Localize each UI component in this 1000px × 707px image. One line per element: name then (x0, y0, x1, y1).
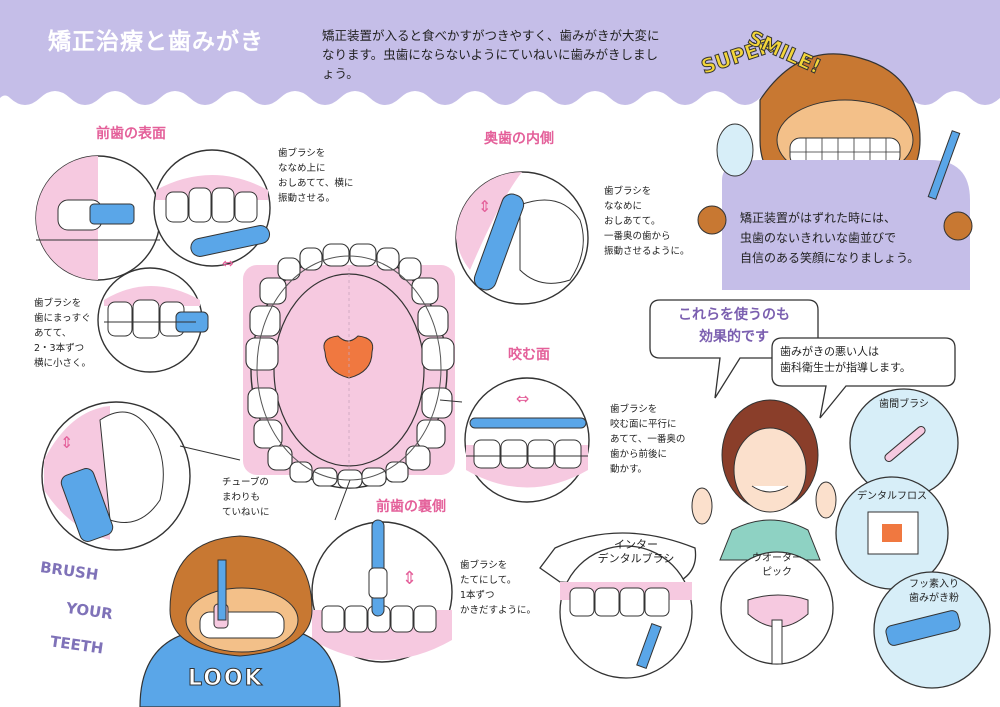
note-front-outer-2: 歯ブラシを 歯にまっすぐ あてて、 2・3本ずつ 横に小さく。 (34, 298, 92, 369)
gorilla-message: 矯正装置がはずれた時には、 虫歯のないきれいな歯並びで 自信のある笑顔になりまし… (740, 211, 920, 265)
tool-illustrations (559, 388, 991, 689)
dental-arch (243, 243, 455, 489)
woman-illustration (691, 399, 837, 561)
shirt-text: LOOK (188, 666, 264, 692)
note-front-outer-3: チューブの まわりも ていねいに (222, 477, 270, 518)
svg-text:⇕: ⇕ (402, 568, 417, 589)
tools-main-bubble: これらを使うのも 効果的です (678, 307, 790, 345)
heading-chewing: 咬む面 (508, 347, 550, 363)
tool-label-fluoride-paste: フッ素入り 歯みがき粉 (909, 579, 959, 604)
tool-label-inter-dental-brush: インター デンタルブラシ (597, 538, 675, 565)
gorilla-top-illustration (697, 53, 973, 290)
note-back-inner: 歯ブラシを ななめに おしあてて。 一番奥の歯から 振動させるように。 (604, 186, 690, 257)
main-bubble-shape (649, 299, 819, 399)
front-outer-illustrations: ⇔ ⇕ (35, 149, 271, 551)
heading-back-inner: 奥歯の内側 (484, 131, 554, 147)
sub-bubble-shape (771, 337, 956, 419)
heading-front-outer: 前歯の表面 (96, 126, 166, 142)
page-title: 矯正治療と歯みがき (48, 29, 264, 55)
svg-text:⇕: ⇕ (478, 197, 491, 216)
svg-text:⇕: ⇕ (60, 433, 73, 452)
svg-text:⇔: ⇔ (516, 389, 529, 408)
tools-sub-bubble: 歯みがきの悪い人は 歯科衛生士が指導します。 (780, 345, 911, 374)
chewing-surface-illustration: ⇔ (464, 377, 590, 503)
gorilla-bottom-illustration (139, 535, 341, 707)
pointer-lines (179, 399, 463, 521)
note-front-outer-1: 歯ブラシを ななめ上に おしあてて、横に 振動させる。 (278, 148, 354, 204)
heading-front-inner: 前歯の裏側 (376, 499, 446, 515)
header-banner (0, 0, 1000, 105)
svg-text:⇔: ⇔ (222, 256, 234, 272)
front-inner-illustration: ⇕ (311, 519, 453, 663)
intro-text: 矯正装置が入ると食べかすがつきやすく、歯みがきが大変になります。虫歯にならないよ… (322, 28, 660, 81)
note-front-inner: 歯ブラシを たてにして。 1本ずつ かきだすように。 (460, 560, 537, 616)
back-inner-illustration: ⇕ (455, 171, 589, 305)
note-chewing: 歯ブラシを 咬む面に平行に あてて、一番奥の 歯から前後に 動かす。 (610, 404, 686, 475)
tool-label-interdental-brush: 歯間ブラシ (879, 399, 929, 410)
tool-label-water-pick: ウオーター ピック (752, 553, 802, 578)
tool-label-floss: デンタルフロス (857, 491, 927, 502)
